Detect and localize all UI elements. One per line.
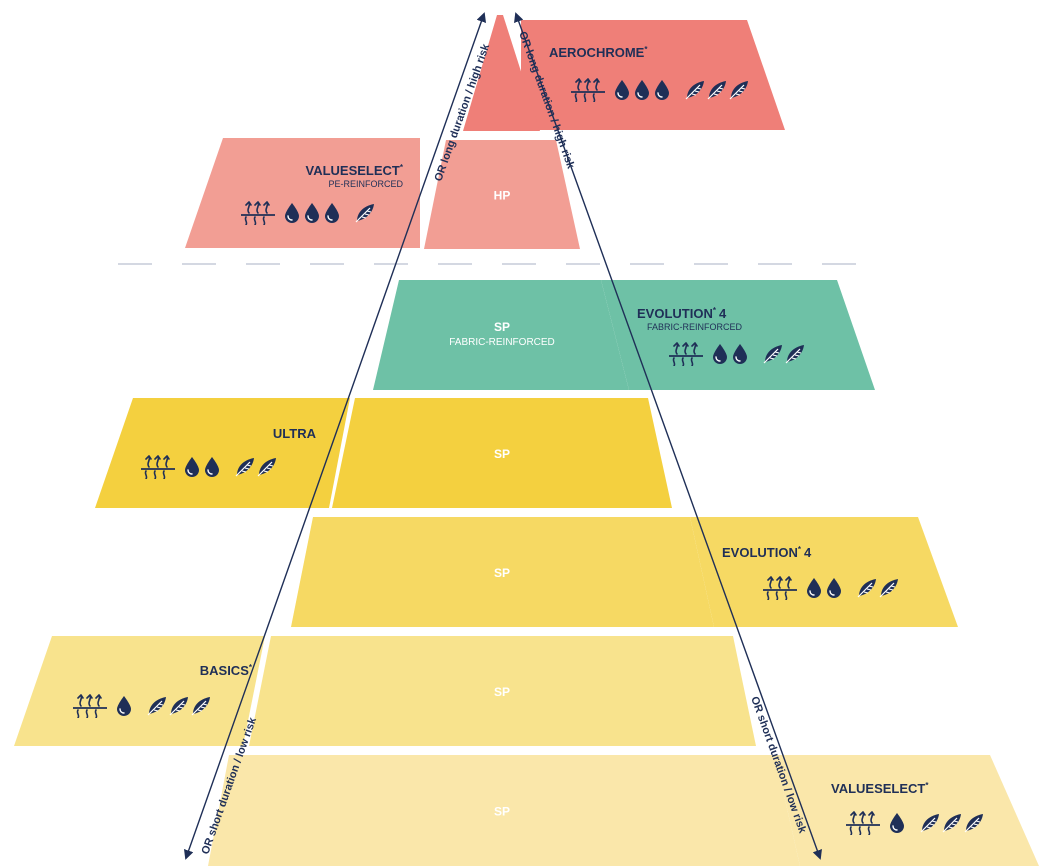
product-name: EVOLUTION	[722, 545, 798, 560]
tier-label: SP	[494, 566, 510, 580]
product-title: BASICS*	[200, 663, 253, 678]
tier-label: HP	[494, 189, 511, 203]
pyramid-tier: SP	[332, 398, 672, 508]
tier-label: SP	[494, 447, 510, 461]
product-panel: VALUESELECT*	[775, 755, 1039, 866]
product-title: ULTRA	[273, 426, 317, 441]
tier-label: SP	[494, 805, 510, 819]
tier-shape	[373, 280, 629, 390]
product-panel: BASICS*	[14, 636, 265, 746]
product-name: VALUESELECT	[831, 781, 925, 796]
product-name: ULTRA	[273, 426, 317, 441]
product-panel-shape	[95, 398, 350, 508]
product-name: AEROCHROME	[549, 45, 645, 60]
pyramid-tier: SP	[291, 517, 714, 627]
product-panel-shape	[601, 280, 875, 390]
product-panel-shape	[775, 755, 1039, 866]
product-title: VALUESELECT*	[831, 781, 929, 796]
left-axis-arrow	[183, 12, 487, 860]
pyramid-tier: SP	[208, 755, 800, 866]
pyramid-tier: SP	[249, 636, 756, 746]
right-axis-arrow	[514, 12, 822, 860]
product-suffix: 4	[719, 306, 727, 321]
tier-sublabel: FABRIC-REINFORCED	[449, 337, 555, 348]
product-title: AEROCHROME*	[549, 45, 648, 60]
product-name: VALUESELECT	[305, 163, 399, 178]
product-title: VALUESELECT*	[305, 163, 403, 178]
product-name: EVOLUTION	[637, 306, 713, 321]
product-panel: AEROCHROME*	[521, 20, 785, 130]
pyramid-tier: SP FABRIC-REINFORCED	[373, 280, 629, 390]
product-panel-shape	[521, 20, 785, 130]
product-name: BASICS	[200, 663, 249, 678]
product-suffix: 4	[804, 545, 812, 560]
product-panel-shape	[14, 636, 265, 746]
product-subtitle: FABRIC-REINFORCED	[647, 322, 743, 332]
product-panel: ULTRA	[95, 398, 350, 508]
tier-label: SP	[494, 685, 510, 699]
product-mark: *	[925, 781, 929, 790]
product-panel: VALUESELECT*PE-REINFORCED	[185, 138, 420, 248]
product-panel-shape	[185, 138, 420, 248]
product-subtitle: PE-REINFORCED	[328, 179, 403, 189]
tier-label: SP	[494, 320, 510, 334]
